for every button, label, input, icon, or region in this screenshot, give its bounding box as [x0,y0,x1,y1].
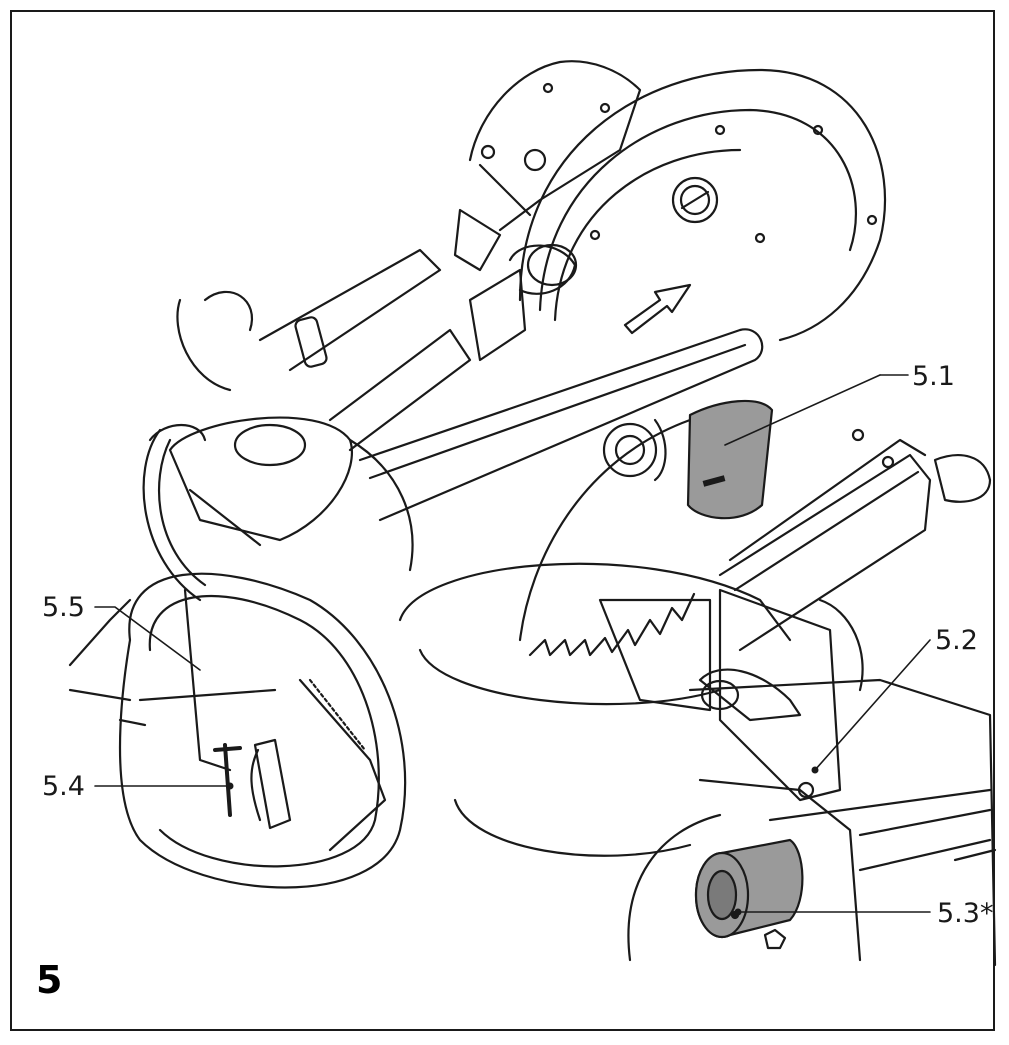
leader-5-1 [724,374,881,446]
callout-5-2: 5.2 [935,625,978,656]
roller-support [694,838,804,939]
figure-frame [10,10,995,1031]
slide-arm [176,248,764,522]
leader-5-2 [814,639,931,771]
base-body [688,678,997,967]
power-cable [142,424,207,602]
front-handle [168,416,414,572]
riving-knife-highlight [686,399,774,520]
upper-blade-guard [518,68,887,342]
figure-number: 5 [36,958,63,1002]
callout-5-5: 5.5 [42,592,85,623]
cable-holder [68,572,407,889]
callout-5-4: 5.4 [42,771,85,802]
leader-5-5 [94,606,201,671]
callout-5-1: 5.1 [912,361,955,392]
motor-housing [453,60,642,362]
leader-lines [94,374,931,913]
bevel-scale [298,678,387,852]
material-stop [598,588,864,802]
saw-blade [518,418,696,657]
base-turntable [398,562,792,962]
fence-right [718,428,992,652]
callout-5-3: 5.3* [937,898,994,929]
